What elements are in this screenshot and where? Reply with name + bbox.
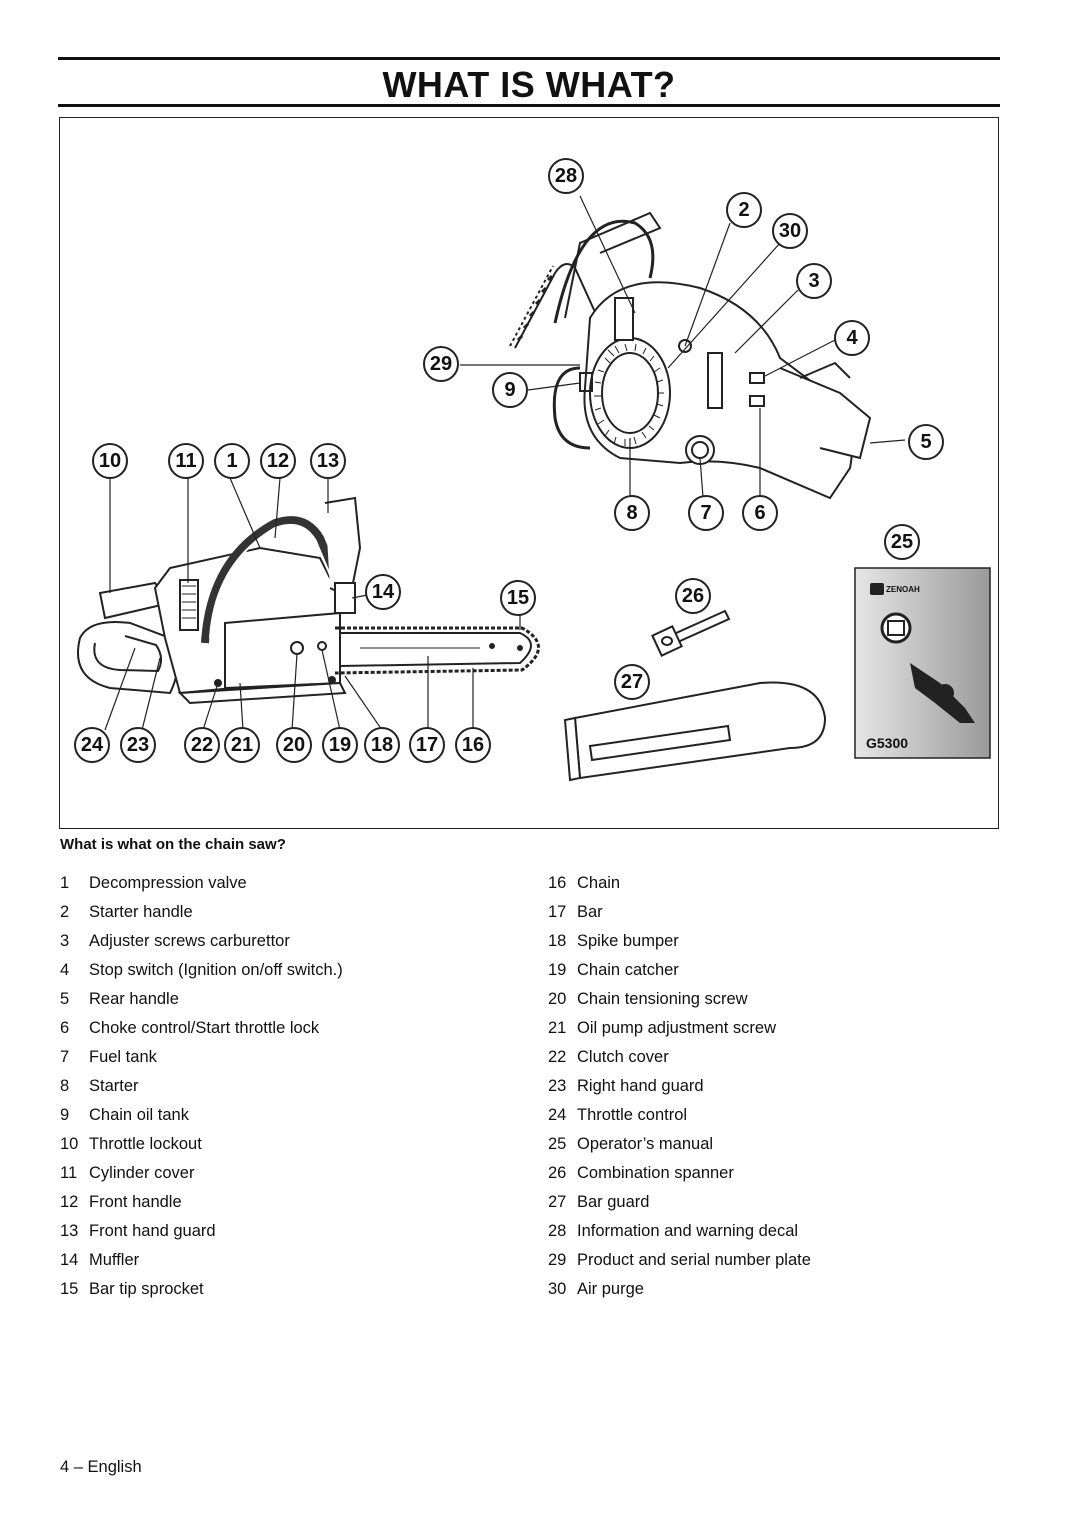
page-footer: 4 – English <box>60 1458 142 1476</box>
callout-13: 13 <box>310 443 346 479</box>
operators-manual <box>854 567 991 759</box>
callout-10: 10 <box>92 443 128 479</box>
callout-4: 4 <box>834 320 870 356</box>
callout-30: 30 <box>772 213 808 249</box>
callout-2: 2 <box>726 192 762 228</box>
callout-11: 11 <box>168 443 204 479</box>
callout-9: 9 <box>492 372 528 408</box>
callout-6: 6 <box>742 495 778 531</box>
combination-spanner <box>651 609 731 657</box>
callout-14: 14 <box>365 574 401 610</box>
callout-3: 3 <box>796 263 832 299</box>
callout-15: 15 <box>500 580 536 616</box>
callout-19: 19 <box>322 727 358 763</box>
callout-16: 16 <box>455 727 491 763</box>
callout-27: 27 <box>614 664 650 700</box>
callout-5: 5 <box>908 424 944 460</box>
callout-20: 20 <box>276 727 312 763</box>
callout-22: 22 <box>184 727 220 763</box>
title-underline <box>58 104 1000 107</box>
callout-24: 24 <box>74 727 110 763</box>
top-rule <box>58 57 1000 60</box>
manual-model: G5300 <box>866 735 909 751</box>
callout-18: 18 <box>364 727 400 763</box>
chainsaw-illustration <box>77 195 991 782</box>
callout-28: 28 <box>548 158 584 194</box>
callout-12: 12 <box>260 443 296 479</box>
page-title: WHAT IS WHAT? <box>382 64 676 105</box>
chainsaw-figure: 28 2 30 3 4 29 9 5 10 11 1 12 13 8 7 6 2… <box>59 117 999 829</box>
bar-guard <box>563 681 827 782</box>
callout-26: 26 <box>675 578 711 614</box>
section-title: What is what on the chain saw? <box>60 836 286 853</box>
manual-brand: ZENOAH <box>886 585 920 594</box>
callout-29: 29 <box>423 346 459 382</box>
callout-7: 7 <box>688 495 724 531</box>
callout-8: 8 <box>614 495 650 531</box>
leader-lines <box>104 195 906 731</box>
callout-17: 17 <box>409 727 445 763</box>
callout-25: 25 <box>884 524 920 560</box>
callout-1: 1 <box>214 443 250 479</box>
chainsaw-top-view <box>509 211 872 500</box>
callout-23: 23 <box>120 727 156 763</box>
chainsaw-side-view <box>77 496 540 705</box>
callout-21: 21 <box>224 727 260 763</box>
